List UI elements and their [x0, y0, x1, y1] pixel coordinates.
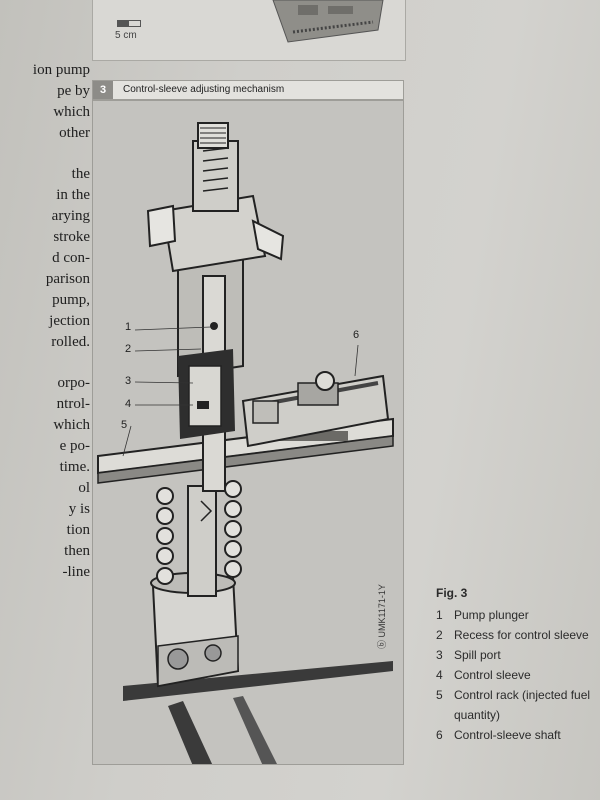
circuit-board-illustration [272, 0, 384, 43]
body-line: the [71, 166, 90, 182]
callout-1: 1 [125, 321, 132, 333]
legend-item: 5 Control rack (injected fuel quantity) [436, 685, 596, 725]
legend-number: 1 [436, 608, 443, 622]
legend-number: 2 [436, 628, 443, 642]
figure-caption: Fig. 3 1 Pump plunger 2 Recess for contr… [436, 583, 596, 745]
legend-number: 6 [436, 728, 443, 742]
caption-title: Fig. 3 [436, 586, 468, 600]
legend-text: Spill port [454, 648, 501, 662]
legend-item: 3 Spill port [436, 645, 596, 665]
body-text-column: ion pump pe by which other the in the ar… [0, 60, 90, 583]
body-line: stroke [53, 229, 90, 245]
legend-text: Pump plunger [454, 608, 529, 622]
legend-number: 3 [436, 648, 443, 662]
paragraph-gap [0, 144, 90, 164]
callout-3: 3 [125, 375, 132, 387]
scale-bar [117, 20, 141, 27]
body-line: e po- [59, 438, 90, 454]
legend-text: Control-sleeve shaft [454, 728, 561, 742]
body-line: arying [51, 208, 90, 224]
figure-number: 3 [93, 81, 113, 99]
body-line: rolled. [51, 334, 90, 350]
legend-number: 4 [436, 668, 443, 682]
body-line: time. [59, 459, 90, 475]
body-line: which [53, 104, 90, 120]
legend-item: 6 Control-sleeve shaft [436, 725, 596, 745]
body-line: y is [68, 501, 90, 517]
body-line: jection [49, 313, 90, 329]
previous-figure: 5 cm [92, 0, 406, 61]
body-line: parison [45, 271, 90, 287]
figure-code: ⓑ UMK1171-1Y [377, 584, 387, 649]
body-line: pump, [52, 292, 90, 308]
body-line: ntrol- [56, 396, 90, 412]
body-line: pe by [57, 83, 90, 99]
body-line: other [59, 125, 90, 141]
callout-2: 2 [125, 343, 132, 355]
body-line: then [64, 543, 90, 559]
legend-text: Control rack (injected fuel quantity) [454, 688, 591, 722]
legend-item: 1 Pump plunger [436, 605, 596, 625]
legend-item: 4 Control sleeve [436, 665, 596, 685]
legend-number: 5 [436, 688, 443, 702]
body-line: orpo- [57, 375, 91, 391]
paragraph-gap [0, 353, 90, 373]
figure-header: 3 Control-sleeve adjusting mechanism [92, 80, 404, 100]
legend-item: 2 Recess for control sleeve [436, 625, 596, 645]
scale-label: 5 cm [115, 30, 137, 41]
body-line: d con- [52, 250, 90, 266]
body-line: -line [62, 564, 91, 580]
figure-title: Control-sleeve adjusting mechanism [123, 84, 285, 95]
legend-text: Control sleeve [454, 668, 531, 682]
body-line: ol [78, 480, 90, 496]
callout-5: 5 [121, 419, 128, 431]
legend-text: Recess for control sleeve [454, 628, 589, 642]
body-line: tion [66, 522, 90, 538]
callout-4: 4 [125, 398, 132, 410]
body-line: ion pump [32, 62, 90, 78]
control-sleeve-illustration [97, 122, 394, 764]
callout-6: 6 [353, 329, 360, 341]
body-line: which [53, 417, 90, 433]
body-line: in the [56, 187, 90, 203]
figure-panel: 1 2 3 4 5 6 ⓑ UMK1171-1Y [92, 100, 404, 765]
